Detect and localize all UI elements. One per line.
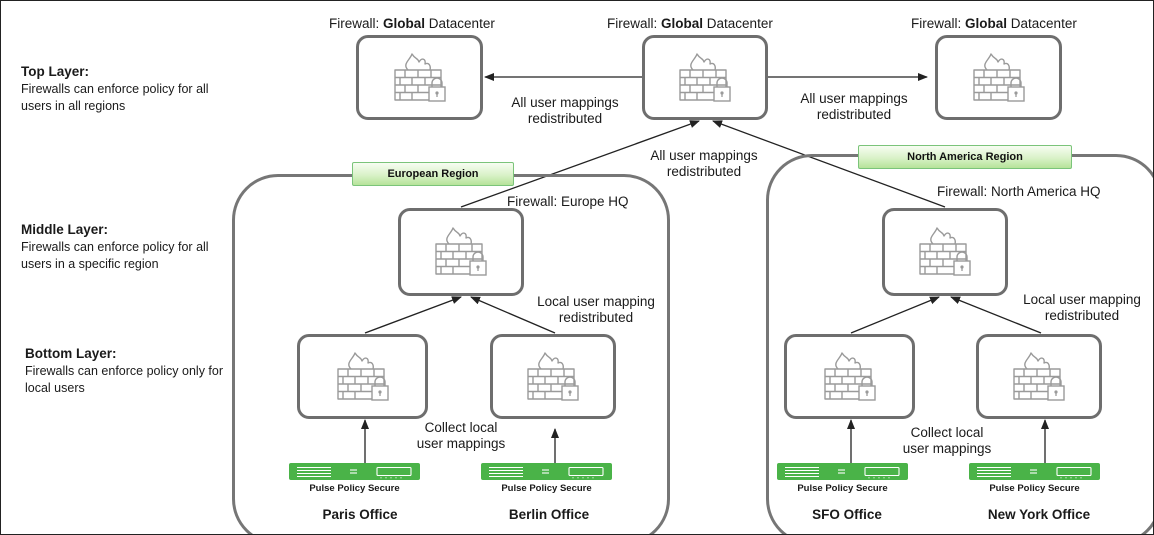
center-edge-label: All user mappings redistributed	[650, 148, 758, 179]
lock-icon	[561, 375, 579, 401]
berlin-firewall	[490, 334, 616, 419]
firewall-icon	[972, 52, 1025, 102]
sfo-firewall	[784, 334, 915, 419]
new-york-appliance	[969, 463, 1100, 480]
north-america-region-tag: North America Region	[858, 145, 1072, 169]
sfo-appliance	[777, 463, 908, 480]
paris-appliance	[289, 463, 420, 480]
new-york-appliance-label: Pulse Policy Secure	[989, 483, 1080, 494]
sfo-office-label: SFO Office	[812, 507, 882, 522]
na-collect-label: Collect local user mappings	[902, 425, 992, 456]
europe-collect-label: Collect local user mappings	[416, 420, 506, 451]
firewall-icon	[435, 227, 487, 276]
arrow-berlin-to-europe	[470, 296, 556, 334]
global-firewall-left-label: Firewall: Global Datacenter	[329, 16, 495, 31]
lock-icon	[857, 375, 876, 401]
lock-icon	[953, 251, 971, 276]
paris-firewall	[297, 334, 428, 419]
paris-office-label: Paris Office	[322, 507, 398, 522]
lock-icon	[1047, 375, 1065, 401]
global-firewall-right-label: Firewall: Global Datacenter	[911, 16, 1077, 31]
lock-icon	[1006, 76, 1025, 102]
middle-layer-description: Firewalls can enforce policy for all use…	[21, 240, 209, 271]
firewall-icon	[393, 52, 446, 102]
europe-local-edge-label: Local user mapping redistributed	[537, 294, 655, 325]
network-appliance-icon	[489, 466, 604, 479]
top-layer-description: Firewalls can enforce policy for all use…	[21, 82, 209, 113]
global-firewall-right	[935, 35, 1062, 120]
bottom-layer-title: Bottom Layer:	[25, 346, 117, 361]
arrow-paris-to-europe	[364, 296, 462, 334]
europe-region-tag: European Region	[352, 162, 514, 186]
middle-layer-title: Middle Layer:	[21, 222, 109, 237]
lock-icon	[370, 375, 389, 401]
firewall-icon	[336, 351, 389, 401]
new-york-office-label: New York Office	[987, 507, 1091, 522]
firewall-icon	[919, 227, 971, 276]
new-york-firewall	[976, 334, 1102, 419]
top-left-edge-label: All user mappings redistributed	[511, 95, 619, 126]
arrow-europe-to-global	[460, 120, 700, 208]
network-appliance-icon	[785, 466, 900, 479]
lock-icon	[713, 76, 731, 102]
global-firewall-center	[642, 35, 768, 120]
network-appliance-icon	[297, 466, 412, 479]
north-america-hq-label: Firewall: North America HQ	[937, 184, 1101, 199]
sfo-appliance-label: Pulse Policy Secure	[797, 483, 888, 494]
europe-hq-firewall	[398, 208, 524, 296]
arrow-sfo-to-na	[850, 296, 940, 334]
bottom-layer-description: Firewalls can enforce policy only for lo…	[25, 364, 223, 395]
na-local-edge-label: Local user mapping redistributed	[1023, 292, 1141, 323]
lock-icon	[469, 251, 487, 276]
global-firewall-center-label: Firewall: Global Datacenter	[607, 16, 773, 31]
arrow-ny-to-na	[950, 296, 1042, 334]
berlin-appliance-label: Pulse Policy Secure	[501, 483, 592, 494]
europe-hq-label: Firewall: Europe HQ	[507, 194, 629, 209]
firewall-icon	[823, 351, 876, 401]
berlin-office-label: Berlin Office	[508, 507, 590, 522]
firewall-icon	[1013, 351, 1065, 401]
global-firewall-left	[356, 35, 483, 120]
top-right-edge-label: All user mappings redistributed	[800, 91, 908, 122]
paris-appliance-label: Pulse Policy Secure	[309, 483, 400, 494]
firewall-icon	[527, 351, 579, 401]
arrow-na-to-global	[712, 120, 946, 208]
berlin-appliance	[481, 463, 612, 480]
north-america-hq-firewall	[882, 208, 1008, 296]
firewall-icon	[679, 52, 731, 102]
network-appliance-icon	[977, 466, 1092, 479]
top-layer-title: Top Layer:	[21, 64, 90, 79]
lock-icon	[427, 76, 446, 102]
